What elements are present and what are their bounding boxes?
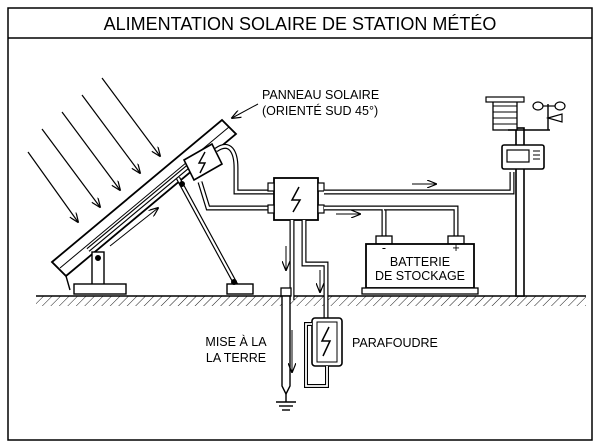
anemometer-cup (532, 101, 544, 111)
ground-symbol-icon (276, 394, 296, 411)
panel-label-line2: (ORIENTÉ SUD 45°) (262, 103, 378, 118)
panel-support (73, 158, 254, 295)
surge-protector (304, 317, 343, 388)
lightning-bolt-icon (197, 151, 207, 174)
ground (36, 295, 586, 306)
lightning-bolt-icon (320, 326, 332, 357)
cable-to-ground (289, 220, 329, 318)
diagram-title: ALIMENTATION SOLAIRE DE STATION MÉTÉO (104, 14, 497, 34)
surge-label: PARAFOUDRE (352, 336, 438, 350)
junction-box (267, 177, 325, 221)
outer-border (7, 7, 593, 441)
panel-label-line1: PANNEAU SOLAIRE (262, 88, 379, 102)
battery-plus-sign: + (452, 241, 459, 255)
battery-label-line2: DE STOCKAGE (375, 269, 465, 283)
battery-minus-sign: - (382, 241, 386, 255)
ground-label-line1: MISE À LA (205, 334, 267, 349)
battery: - + (361, 235, 479, 295)
ground-rod (280, 287, 292, 396)
battery-label-line1: BATTERIE (390, 255, 450, 269)
ground-label-line2: LA TERRE (206, 351, 266, 365)
sun-rays (27, 77, 160, 222)
cable-to-battery (324, 205, 459, 238)
weather-station (485, 96, 566, 297)
panel-callout-leader (232, 103, 259, 118)
panel-junction-box (182, 142, 224, 182)
wind-vane (545, 113, 563, 123)
radiation-shield (492, 99, 518, 131)
lightning-bolt-icon (290, 186, 302, 213)
